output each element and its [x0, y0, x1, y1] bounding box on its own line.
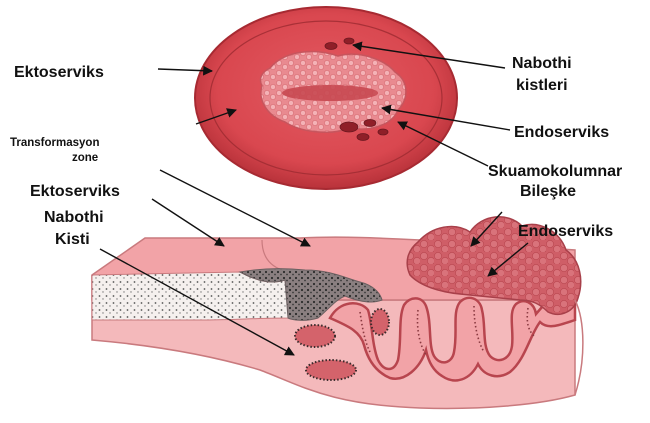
- label-ektoserviks-top: Ektoserviks: [14, 64, 104, 81]
- label-nabothi-kisti-line2: Kisti: [55, 231, 90, 248]
- label-endoserviks-bottom: Endoserviks: [518, 223, 613, 240]
- external-os: [282, 85, 378, 101]
- label-endoserviks-top: Endoserviks: [514, 124, 609, 141]
- label-skuamokolumnar-line2: Bileşke: [520, 183, 576, 200]
- cervix-face: [195, 7, 457, 189]
- cervix-cross-section: [92, 217, 583, 409]
- label-transformasyon-line1: Transformasyon: [10, 137, 99, 149]
- label-transformasyon-line2: zone: [72, 152, 98, 164]
- label-nabothi-line2: kistleri: [516, 77, 568, 94]
- label-nabothi-line1: Nabothi: [512, 55, 572, 72]
- label-ektoserviks-bottom: Ektoserviks: [30, 183, 120, 200]
- label-nabothi-kisti-line1: Nabothi: [44, 209, 104, 226]
- label-skuamokolumnar-line1: Skuamokolumnar: [488, 163, 622, 180]
